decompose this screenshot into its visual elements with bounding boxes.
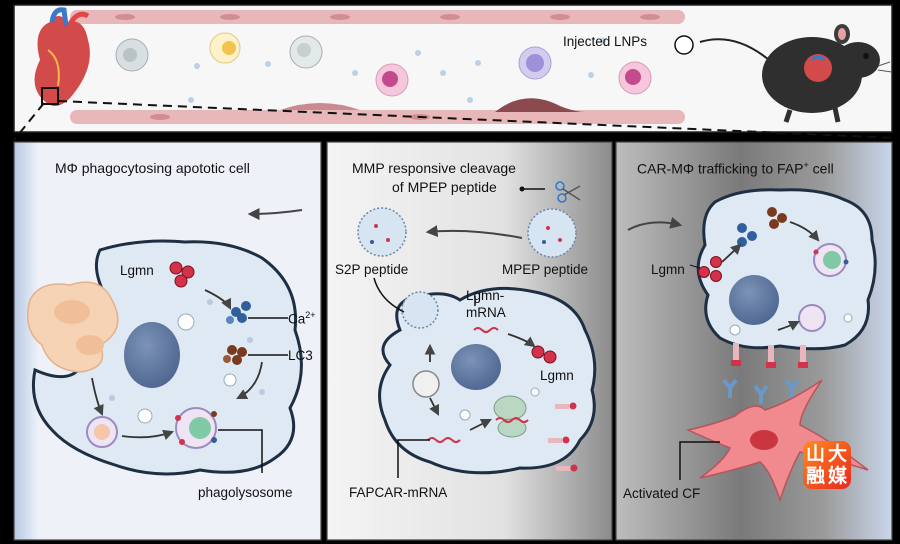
middle-macrophage <box>378 286 597 475</box>
right-macrophage <box>696 188 877 368</box>
lc3-left <box>223 345 247 365</box>
phagolysosome-left <box>175 407 217 449</box>
right-panel-title: CAR-MΦ trafficking to FAP+ cell <box>637 160 834 177</box>
right-lgmn-label: Lgmn <box>651 262 685 277</box>
endocytosed-lnp <box>401 291 439 329</box>
blood-vessel-strip: Injected LNPs <box>13 4 893 133</box>
lgmn-mrna-label-line2: mRNA <box>466 305 506 320</box>
middle-lnps <box>357 181 581 258</box>
middle-cleavage-arrow <box>425 225 523 239</box>
vessel-wall-bottom <box>70 98 685 124</box>
right-nucleus <box>729 275 779 325</box>
lc3-right <box>767 207 787 229</box>
ca-superscript: 2+ <box>305 310 316 320</box>
s2p-peptide-label: S2P peptide <box>335 262 409 277</box>
vessel-wall-top <box>70 10 685 24</box>
middle-title-line2: of MPEP peptide <box>392 179 497 195</box>
ca-label: Ca2+ <box>288 310 316 327</box>
mouse-illustration <box>699 24 893 123</box>
lgmn-molecules-left <box>169 261 195 288</box>
right-title-a: CAR-MΦ trafficking to FAP <box>637 160 804 177</box>
activated-cf-leader <box>679 441 720 480</box>
car-receptors-middle <box>548 402 578 472</box>
mpep-peptide-label: MPEP peptide <box>502 262 589 277</box>
watermark-char-1: 山 <box>806 443 826 465</box>
middle-lgmn-label: Lgmn <box>540 368 574 383</box>
scissors-icon <box>555 181 581 203</box>
left-arrow-direction <box>247 207 303 220</box>
lgmn-molecules-right <box>698 256 722 282</box>
zoom-connector <box>13 100 898 141</box>
phagolysosome-right <box>813 243 849 277</box>
fapcar-mrna-label: FAPCAR-mRNA <box>349 485 448 500</box>
right-title-b: cell <box>808 160 834 177</box>
middle-nucleus <box>451 344 501 390</box>
lgmn-right-leader <box>689 264 701 269</box>
phagolysosome-label: phagolysosome <box>198 485 293 500</box>
middle-title-line1: MMP responsive cleavage <box>352 160 516 176</box>
left-nucleus <box>124 322 180 388</box>
s2p-lnp <box>357 207 407 257</box>
left-macrophage <box>27 239 303 476</box>
watermark-char-2: 大 <box>828 443 848 465</box>
lgmn-mrna-label-line1: Lgmn- <box>466 288 505 303</box>
watermark-logo: 山 大 融 媒 <box>803 441 851 489</box>
lnp-callout-circle <box>674 35 694 55</box>
fapcar-mrna-strand <box>427 437 461 443</box>
fapcar-leader <box>397 439 430 478</box>
ca-ions-left <box>226 301 251 324</box>
right-arrow-direction <box>627 216 683 231</box>
lgmn-mrna-strand <box>473 327 499 333</box>
lgmn-molecules-middle <box>531 345 557 364</box>
fibroblast-nucleus <box>750 430 778 450</box>
left-lgmn-label: Lgmn <box>120 263 154 278</box>
mpep-lnp <box>527 208 577 258</box>
fap-receptors <box>722 378 800 404</box>
ribosome <box>493 395 527 438</box>
left-panel-title: MΦ phagocytosing apototic cell <box>55 160 250 176</box>
activated-cf-label: Activated CF <box>623 486 701 501</box>
apoptotic-cell <box>27 281 119 373</box>
lc3-label: LC3 <box>288 348 313 363</box>
blood-cells <box>115 32 652 103</box>
car-receptors-right <box>731 343 808 368</box>
phagosome-left <box>86 416 118 448</box>
watermark-char-3: 融 <box>806 465 826 487</box>
watermark-char-4: 媒 <box>828 465 848 487</box>
phagolysosome-leader <box>218 429 263 473</box>
right-title-sup: + <box>803 160 809 170</box>
ca-label-text: Ca <box>288 311 306 327</box>
heart-illustration <box>34 7 90 106</box>
s2p-leader <box>373 277 405 313</box>
injected-lnps-label: Injected LNPs <box>563 34 647 49</box>
